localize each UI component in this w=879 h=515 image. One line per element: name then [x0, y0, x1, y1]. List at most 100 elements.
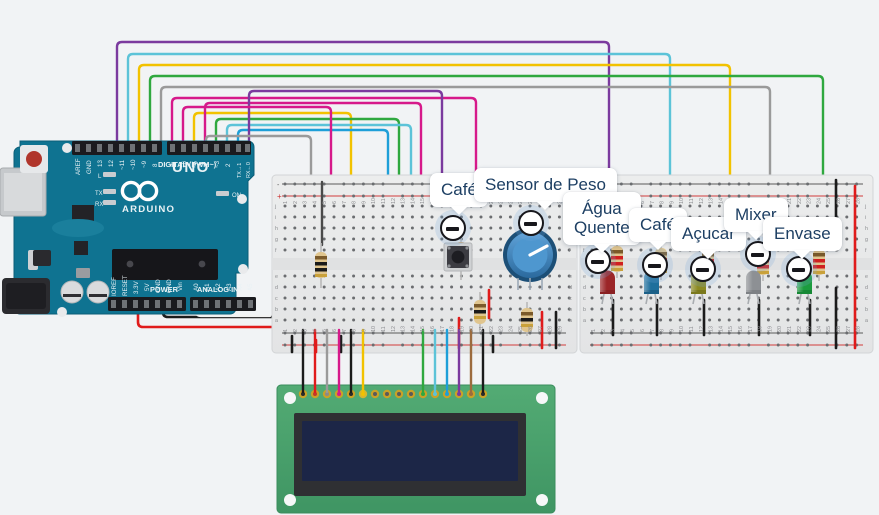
svg-text:c: c: [583, 296, 586, 302]
svg-text:23: 23: [807, 198, 813, 204]
led-gray: [746, 270, 761, 305]
svg-text:28: 28: [856, 326, 862, 332]
svg-text:f: f: [865, 248, 867, 254]
svg-text:b: b: [583, 307, 586, 313]
svg-text:12: 12: [699, 198, 705, 204]
analog-header-caption: ANALOG IN: [197, 285, 238, 294]
svg-text:Vin: Vin: [177, 282, 184, 291]
svg-text:a: a: [275, 318, 278, 324]
svg-text:4: 4: [312, 201, 318, 204]
svg-text:7: 7: [650, 329, 656, 332]
svg-text:25: 25: [826, 198, 832, 204]
svg-text:2: 2: [293, 201, 299, 204]
svg-text:d: d: [865, 285, 868, 291]
svg-text:3: 3: [303, 329, 309, 332]
svg-text:a: a: [583, 318, 586, 324]
svg-text:24: 24: [816, 198, 822, 204]
svg-text:14: 14: [410, 326, 416, 332]
resistor-4: [521, 302, 533, 336]
tip-agua-quente[interactable]: Água Quente: [563, 192, 641, 246]
svg-text:15: 15: [420, 198, 426, 204]
svg-text:j: j: [864, 204, 866, 210]
svg-text:e: e: [865, 274, 868, 280]
svg-text:20: 20: [469, 326, 475, 332]
lcd-pin-header: [298, 389, 488, 399]
svg-text:8: 8: [152, 163, 159, 167]
svg-text:A3: A3: [226, 283, 233, 291]
svg-text:19: 19: [767, 326, 773, 332]
svg-text:g: g: [275, 237, 278, 243]
handle-led-2[interactable]: [642, 252, 668, 278]
resistor-1: [315, 243, 327, 288]
svg-text:8: 8: [352, 329, 358, 332]
wire-magenta-bb1: [181, 105, 333, 332]
svg-text:a: a: [865, 318, 868, 324]
svg-text:13: 13: [401, 326, 407, 332]
svg-text:i: i: [865, 215, 866, 221]
svg-text:A2: A2: [215, 283, 222, 291]
svg-text:1: 1: [283, 329, 289, 332]
svg-text:23: 23: [499, 326, 505, 332]
handle-led-5[interactable]: [786, 256, 812, 282]
svg-text:f: f: [275, 248, 277, 254]
svg-text:27: 27: [538, 326, 544, 332]
wire-purple-d13: [115, 40, 611, 234]
svg-text:c: c: [275, 296, 278, 302]
svg-text:13: 13: [709, 198, 715, 204]
wire-cyan-d12: [126, 52, 672, 224]
svg-text:18: 18: [758, 326, 764, 332]
svg-text:10: 10: [679, 198, 685, 204]
svg-text:g: g: [865, 237, 868, 243]
svg-text:13: 13: [97, 160, 104, 167]
svg-text:27: 27: [846, 198, 852, 204]
handle-sensor-peso[interactable]: [518, 210, 544, 236]
svg-text:A5: A5: [247, 283, 254, 291]
svg-text:f: f: [569, 248, 571, 254]
svg-text:16: 16: [738, 326, 744, 332]
svg-text:12: 12: [699, 326, 705, 332]
handle-led-4[interactable]: [745, 241, 771, 267]
svg-text:18: 18: [450, 326, 456, 332]
svg-text:21: 21: [787, 198, 793, 204]
svg-text:d: d: [583, 285, 586, 291]
svg-text:9: 9: [361, 329, 367, 332]
svg-text:21: 21: [787, 326, 793, 332]
svg-text:+: +: [277, 192, 282, 201]
svg-text:25: 25: [826, 326, 832, 332]
handle-led-3[interactable]: [690, 256, 716, 282]
arduino-infinity-logo: [120, 180, 159, 202]
wire-yellow-d7: [192, 111, 353, 332]
svg-text:2: 2: [601, 329, 607, 332]
svg-text:10: 10: [679, 326, 685, 332]
svg-text:13: 13: [709, 326, 715, 332]
wire-green-d10: [148, 74, 825, 254]
svg-text:22: 22: [797, 326, 803, 332]
svg-text:28: 28: [856, 198, 862, 204]
svg-text:4: 4: [620, 329, 626, 332]
svg-text:24: 24: [508, 326, 514, 332]
svg-text:7: 7: [342, 329, 348, 332]
svg-text:12: 12: [391, 326, 397, 332]
svg-text:3.3V: 3.3V: [133, 280, 140, 294]
led-rx-label: RX: [95, 202, 103, 208]
svg-text:4: 4: [203, 163, 210, 167]
handle-cafe-button[interactable]: [440, 215, 466, 241]
svg-text:GND: GND: [86, 160, 93, 174]
digital-header-caption: DIGITAL (PWM~): [158, 160, 217, 169]
svg-text:~3: ~3: [214, 160, 221, 168]
svg-text:26: 26: [836, 198, 842, 204]
svg-text:d: d: [275, 285, 278, 291]
lcd-display: [276, 384, 556, 514]
svg-text:2: 2: [225, 163, 232, 167]
svg-text:5: 5: [322, 329, 328, 332]
power-pin-labels: IOREF RESET 3.3V 5V GND GND Vin: [111, 275, 184, 296]
svg-text:A4: A4: [237, 283, 244, 291]
svg-text:19: 19: [459, 326, 465, 332]
svg-text:15: 15: [728, 326, 734, 332]
svg-text:i: i: [275, 215, 276, 221]
svg-text:11: 11: [689, 326, 695, 332]
tip-envase[interactable]: Envase: [763, 217, 842, 252]
svg-text:3: 3: [303, 201, 309, 204]
